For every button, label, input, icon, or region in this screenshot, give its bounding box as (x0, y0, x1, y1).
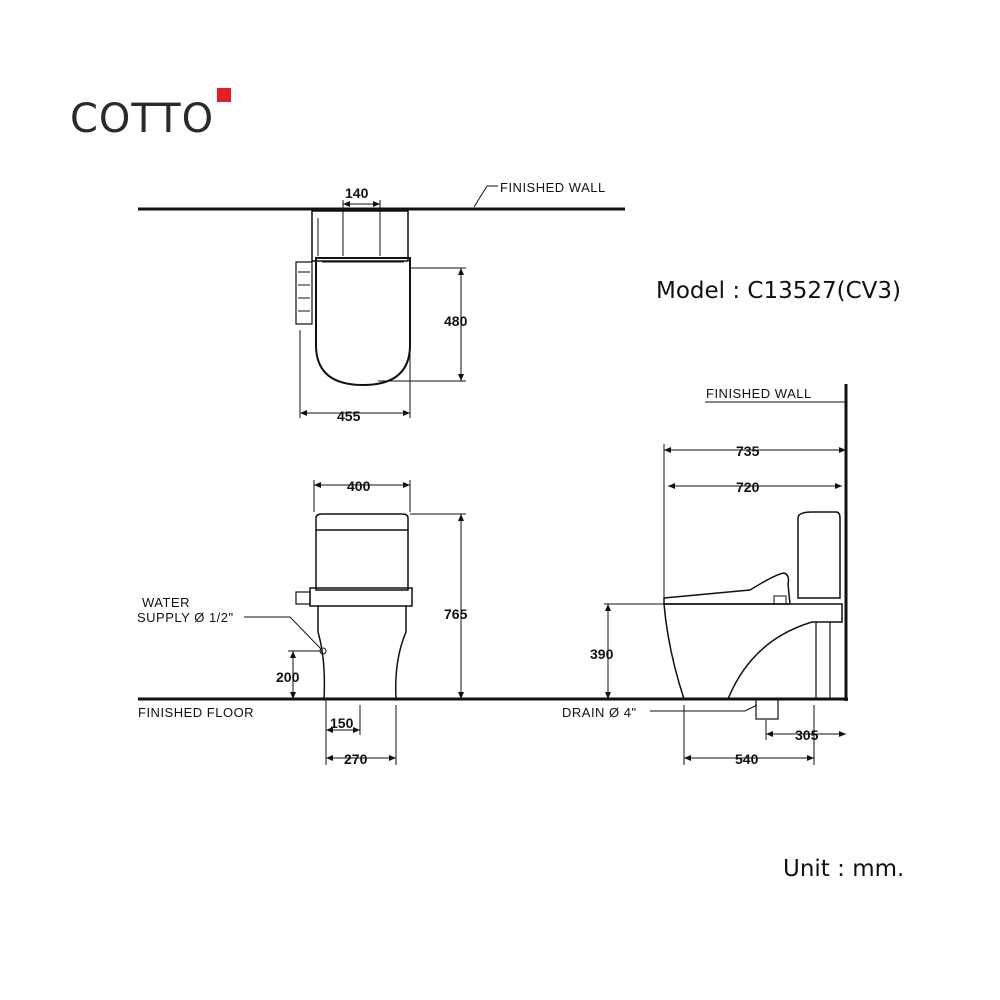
brand-logo-square (217, 88, 231, 102)
label-drain: DRAIN Ø 4" (562, 705, 637, 720)
label-water-supply-line2: SUPPLY Ø 1/2" (137, 610, 234, 625)
model-label: Model : C13527(CV3) (656, 278, 902, 304)
label-finished-wall-side: FINISHED WALL (706, 386, 812, 401)
dim-480: 480 (444, 313, 468, 329)
dim-400: 400 (347, 478, 371, 494)
dim-305: 305 (795, 727, 819, 743)
top-view (138, 185, 625, 418)
dim-540: 540 (735, 751, 759, 767)
dim-150: 150 (330, 715, 354, 731)
label-water-supply-line1: WATER (142, 595, 190, 610)
label-finished-floor: FINISHED FLOOR (138, 705, 254, 720)
front-view (138, 480, 848, 765)
dim-200: 200 (276, 669, 300, 685)
water-supply-valve-icon (295, 591, 311, 605)
dim-455: 455 (337, 408, 361, 424)
drain-pipe-icon (755, 698, 779, 720)
dim-735: 735 (736, 443, 760, 459)
dim-270: 270 (344, 751, 368, 767)
dim-765: 765 (444, 606, 468, 622)
dim-720: 720 (736, 479, 760, 495)
dim-140: 140 (345, 185, 369, 201)
control-panel-icon (295, 261, 313, 325)
brand-logo: COTTO (70, 96, 215, 142)
side-view (604, 384, 848, 765)
unit-label: Unit : mm. (783, 856, 905, 882)
dim-390: 390 (590, 646, 614, 662)
label-finished-wall-top: FINISHED WALL (500, 180, 606, 195)
